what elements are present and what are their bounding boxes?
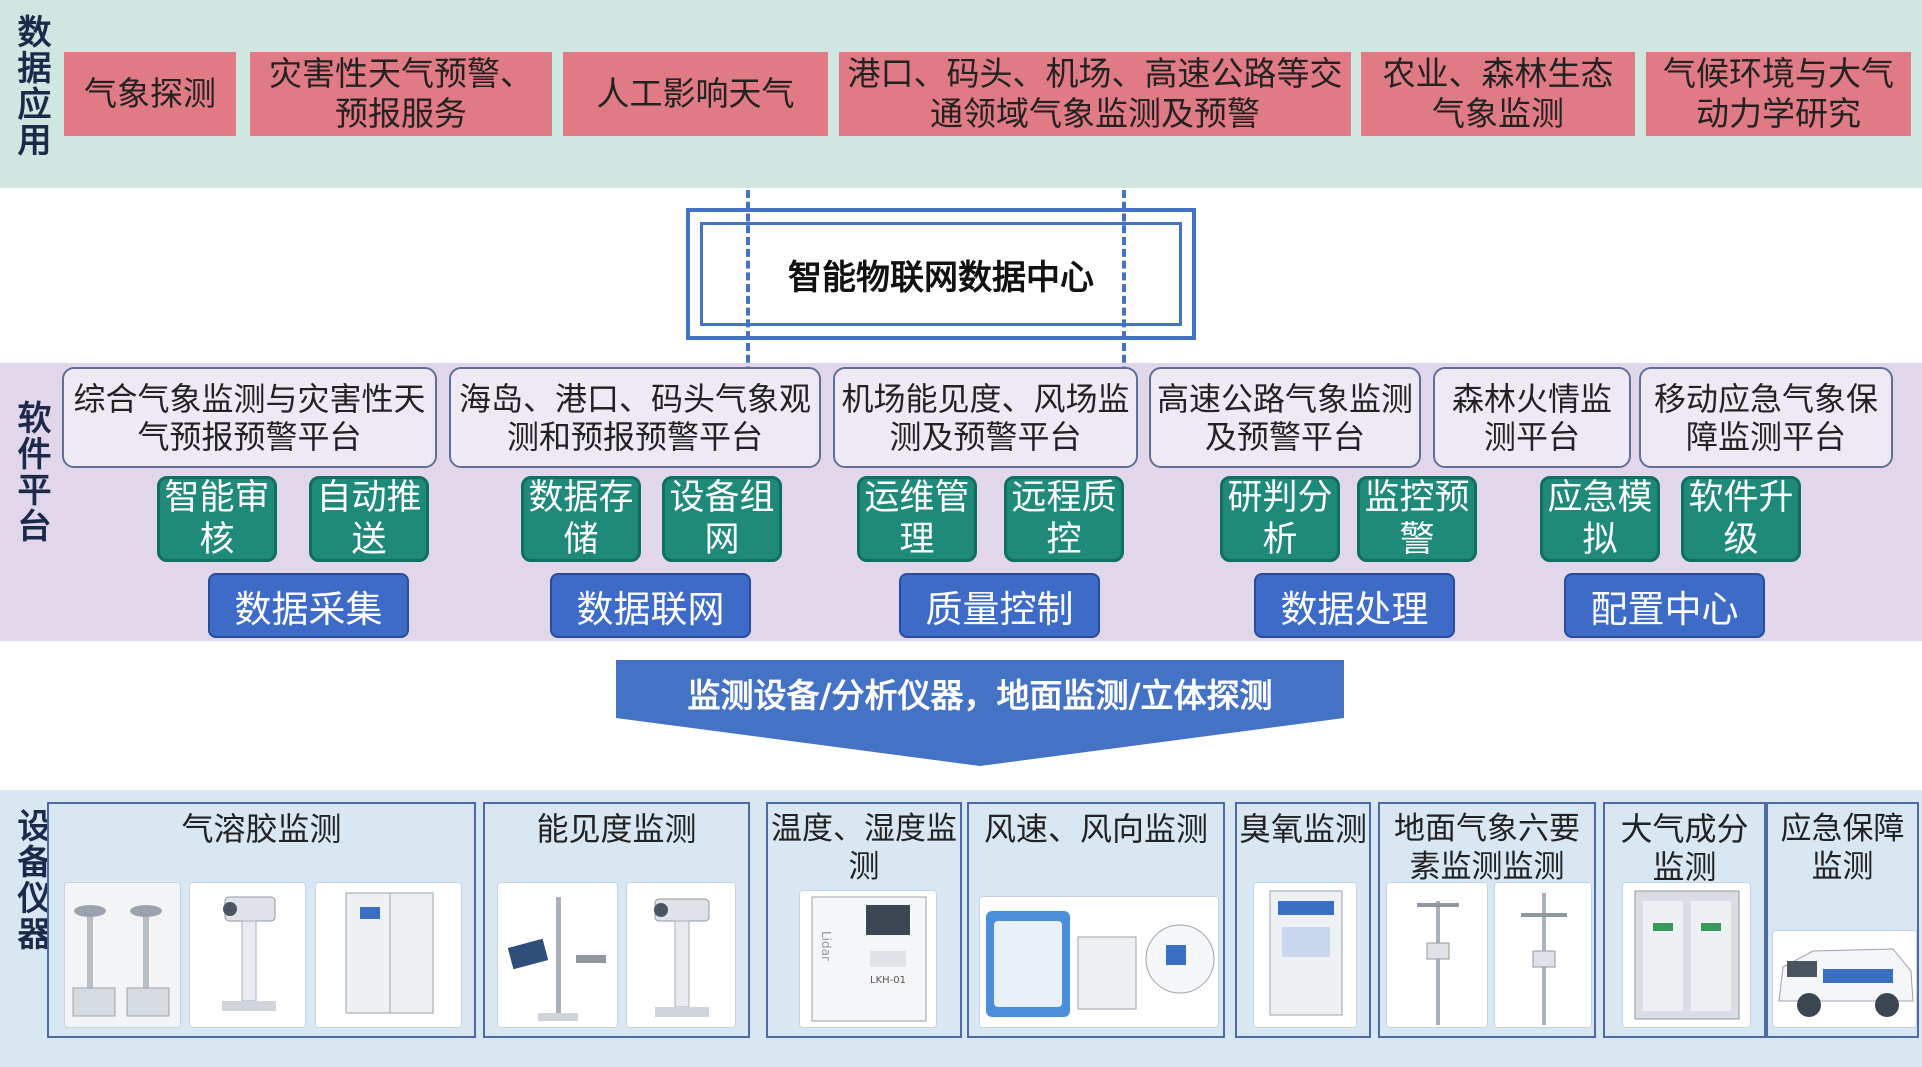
device-panel-emergency: 应急保障监测 xyxy=(1766,802,1919,1038)
platform-box: 海岛、港口、码头气象观测和预报预警平台 xyxy=(449,367,821,468)
device-title: 应急保障监测 xyxy=(1780,811,1905,885)
weather-station-image xyxy=(1386,882,1488,1028)
function-tile: 数据存储 xyxy=(521,476,641,562)
connector-dashed-line xyxy=(746,190,750,398)
lidar-label: Lidar xyxy=(819,931,833,961)
function-tile: 自动推送 xyxy=(309,476,429,562)
model-label: LKH-01 xyxy=(870,975,906,986)
device-title: 臭氧监测 xyxy=(1238,810,1367,848)
platform-box: 综合气象监测与灾害性天气预报预警平台 xyxy=(62,367,437,468)
function-tile: 软件升级 xyxy=(1681,476,1801,562)
application-box: 气候环境与大气动力学研究 xyxy=(1646,52,1911,136)
module-label: 数据采集 xyxy=(208,573,409,638)
device-title: 能见度监测 xyxy=(536,810,697,848)
atmospheric-rack-image xyxy=(1622,882,1751,1028)
device-panel-aerosol: 气溶胶监测 xyxy=(47,802,476,1038)
aerosol-sampler-image xyxy=(64,882,181,1028)
weather-mast-image xyxy=(1494,882,1592,1028)
emergency-vehicle-image xyxy=(1772,930,1917,1028)
visibility-sensor-image xyxy=(626,882,736,1028)
function-tile: 运维管理 xyxy=(857,476,977,562)
module-label: 数据联网 xyxy=(550,573,751,638)
device-panel-temp-humidity: 温度、湿度监测 Lidar LKH-01 xyxy=(766,802,962,1038)
connector-dashed-line xyxy=(1122,190,1126,398)
device-title: 风速、风向监测 xyxy=(983,810,1208,848)
aerosol-cabinet-image xyxy=(315,882,462,1028)
wind-lidar-image xyxy=(979,896,1219,1028)
application-box: 人工影响天气 xyxy=(563,52,828,136)
module-label: 质量控制 xyxy=(899,573,1100,638)
function-tile: 远程质控 xyxy=(1004,476,1124,562)
application-box: 灾害性天气预警、预报服务 xyxy=(250,52,552,136)
application-box: 港口、码头、机场、高速公路等交通领域气象监测及预警 xyxy=(839,52,1351,136)
platform-box: 机场能见度、风场监测及预警平台 xyxy=(833,367,1138,468)
device-title: 气溶胶监测 xyxy=(181,810,342,848)
application-box: 农业、森林生态气象监测 xyxy=(1361,52,1635,136)
lidar-unit-image: Lidar LKH-01 xyxy=(799,890,937,1028)
application-box: 气象探测 xyxy=(64,52,236,136)
device-panel-ozone: 臭氧监测 xyxy=(1235,802,1371,1038)
module-label: 数据处理 xyxy=(1254,573,1455,638)
function-tile: 监控预警 xyxy=(1357,476,1477,562)
device-panel-wind: 风速、风向监测 xyxy=(967,802,1225,1038)
platform-box: 森林火情监测平台 xyxy=(1433,367,1631,468)
device-title: 大气成分监测 xyxy=(1620,810,1749,886)
visibility-mast-image xyxy=(497,882,618,1028)
down-arrow-icon xyxy=(616,660,1344,766)
platform-box: 移动应急气象保障监测平台 xyxy=(1639,367,1893,468)
arrow-caption: 监测设备/分析仪器，地面监测/立体探测 xyxy=(687,676,1273,715)
device-title: 温度、湿度监测 xyxy=(771,811,957,885)
data-center-title: 智能物联网数据中心 xyxy=(700,222,1182,326)
function-tile: 设备组网 xyxy=(662,476,782,562)
function-tile: 研判分析 xyxy=(1220,476,1340,562)
section-label-data-application: 数据应用 xyxy=(11,14,51,158)
function-tile: 智能审核 xyxy=(157,476,277,562)
device-panel-surface-weather: 地面气象六要素监测监测 xyxy=(1378,802,1596,1038)
device-panel-visibility: 能见度监测 xyxy=(483,802,750,1038)
function-tile: 应急模拟 xyxy=(1540,476,1660,562)
section-label-software-platform: 软件平台 xyxy=(11,400,51,544)
section-label-equipment: 设备仪器 xyxy=(11,808,51,952)
ozone-analyzer-image xyxy=(1253,882,1357,1028)
platform-box: 高速公路气象监测及预警平台 xyxy=(1149,367,1421,468)
device-panel-atmospheric: 大气成分监测 xyxy=(1603,802,1766,1038)
visibility-lidar-image xyxy=(189,882,306,1028)
module-label: 配置中心 xyxy=(1564,573,1765,638)
device-title: 地面气象六要素监测监测 xyxy=(1394,811,1580,885)
